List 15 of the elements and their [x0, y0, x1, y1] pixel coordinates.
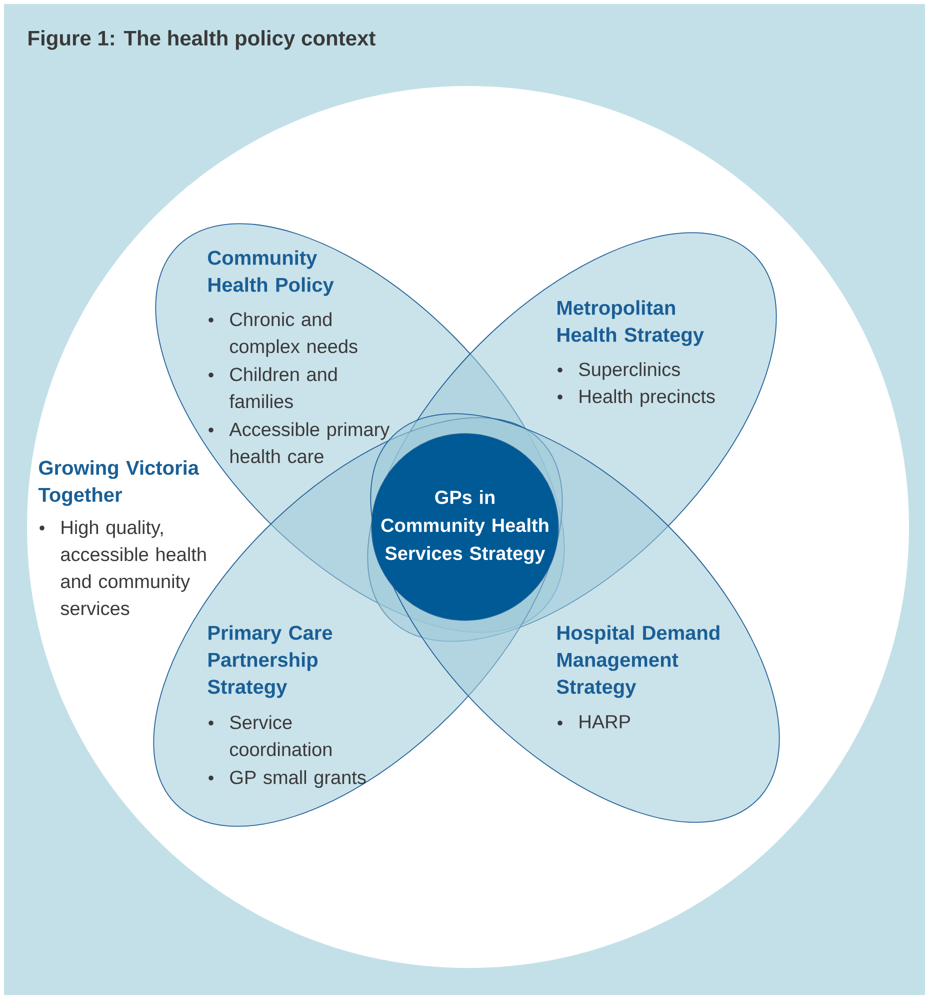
heading: Metropolitan Health Strategy [558, 300, 704, 346]
heading: Primary Care Partnership Strategy [208, 625, 332, 698]
bullet-item: Chronic and complex needs [208, 312, 358, 357]
heading: Hospital Demand Management Strategy [556, 625, 720, 698]
circle [27, 86, 909, 968]
bullet-item: High quality, accessible health and community services [40, 520, 206, 616]
bullet-item: Health precincts [558, 389, 715, 407]
bullet-item: Superclinics [558, 362, 680, 380]
bullet-item: Children and families [208, 367, 337, 408]
heading: Growing Victoria Together [38, 460, 200, 506]
heading: Community Health Policy [208, 250, 334, 296]
bullet-item: GP small grants [208, 770, 366, 788]
bullet-item: HARP [558, 715, 630, 728]
bullet-item: Service coordination [208, 715, 332, 756]
figure-title: Figure 1: The health policy context [28, 30, 376, 50]
